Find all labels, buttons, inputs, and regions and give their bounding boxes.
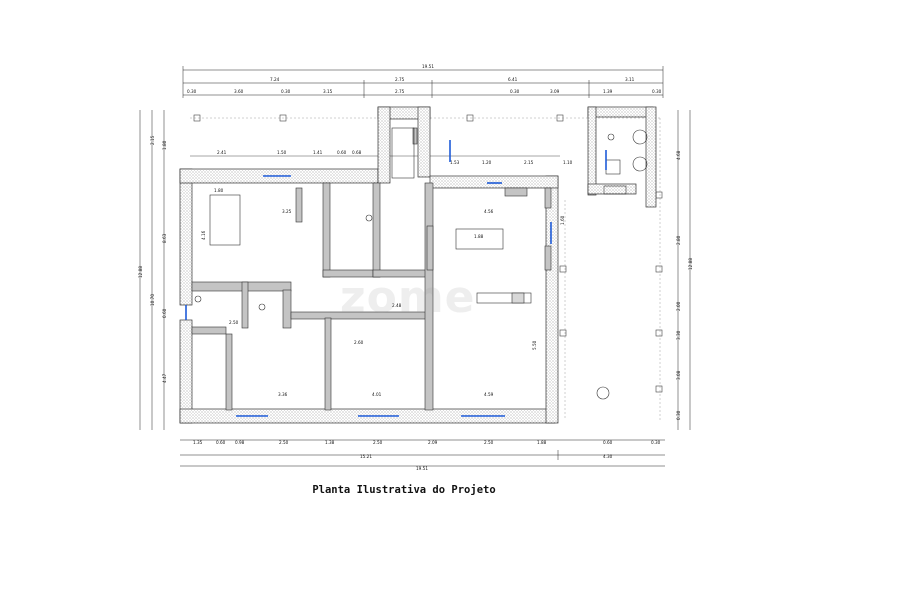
dim-right-a: 4.68	[676, 150, 681, 160]
dim-bottom-c: 0.98	[235, 440, 245, 445]
room-dim-3: 4.16	[201, 230, 206, 240]
dim-top-row3-a: 0.30	[187, 89, 197, 94]
dim-bottom-a: 1.35	[193, 440, 203, 445]
dim-left-c: 8.63	[162, 233, 167, 243]
kitchen-island	[209, 127, 627, 304]
room-dim-12: 2.60	[354, 340, 364, 345]
exterior-walls	[179, 106, 657, 424]
dim-int-c: 1.41	[313, 150, 323, 155]
top-dimension-lines	[182, 66, 664, 98]
dim-top-row2-b: 2.75	[395, 77, 405, 82]
room-dim-4: 1.88	[474, 234, 484, 239]
dim-right-c: 12.88	[688, 258, 693, 270]
room-dim-1: 1.80	[214, 188, 224, 193]
dim-bottom-d: 2.50	[279, 440, 289, 445]
dim-bottom-b: 0.60	[216, 440, 226, 445]
dim-int-e: 0.68	[352, 150, 362, 155]
dim-bottom-e: 1.38	[325, 440, 335, 445]
dim-top-row3-f: 0.30	[510, 89, 520, 94]
dim-right-b: 2.80	[676, 235, 681, 245]
room-dim-9: 4.01	[372, 392, 382, 397]
dim-int-i: 1.10	[563, 160, 573, 165]
windows	[185, 140, 607, 417]
dim-left-a: 2.15	[150, 135, 155, 145]
right-dimension-lines	[677, 110, 691, 430]
dim-top-total: 19.51	[422, 64, 434, 69]
dim-bottom-row2-b: 4.30	[603, 454, 613, 459]
interior-walls	[191, 127, 552, 411]
dashed-guides	[190, 117, 661, 420]
dim-int-d: 0.60	[337, 150, 347, 155]
dim-bottom-k: 0.30	[651, 440, 661, 445]
dim-int-f: 1.53	[450, 160, 460, 165]
dim-right-d: 2.00	[676, 301, 681, 311]
left-dimension-lines	[139, 110, 165, 430]
room-dim-2: 3.25	[282, 209, 292, 214]
dim-top-row2-d: 3.11	[625, 77, 635, 82]
dim-top-row3-c: 0.30	[281, 89, 291, 94]
watermark: zome	[340, 272, 476, 323]
plan-caption: Planta Ilustrativa do Projeto	[312, 484, 496, 496]
dim-right-f: 3.08	[676, 370, 681, 380]
dim-right-e: 3.30	[676, 330, 681, 340]
dim-bottom-h: 2.50	[484, 440, 494, 445]
room-dim-6: 1.60	[560, 215, 565, 225]
dim-top-row2-c: 6.41	[508, 77, 518, 82]
dim-int-h: 2.15	[524, 160, 534, 165]
dim-bottom-total: 19.51	[416, 466, 428, 471]
dim-top-row3-g: 3.09	[550, 89, 560, 94]
room-dim-8: 3.36	[278, 392, 288, 397]
dim-int-b: 1.50	[277, 150, 287, 155]
room-dim-7: 2.48	[392, 303, 402, 308]
dim-top-row2-a: 7.24	[270, 77, 280, 82]
dim-right-g: 0.30	[676, 410, 681, 420]
dim-top-row3-d: 3.15	[323, 89, 333, 94]
dim-top-row3-h: 1.39	[603, 89, 613, 94]
bathroom-fixtures	[194, 129, 648, 400]
dim-bottom-f: 2.50	[373, 440, 383, 445]
dim-top-row3-e: 2.75	[395, 89, 405, 94]
dim-top-row3-i: 0.30	[652, 89, 662, 94]
dim-top-row3-b: 3.60	[234, 89, 244, 94]
dim-left-d: 12.88	[138, 266, 143, 278]
dim-bottom-i: 1.88	[537, 440, 547, 445]
dim-bottom-g: 2.09	[428, 440, 438, 445]
room-dim-10: 4.59	[484, 392, 494, 397]
dim-left-g: 4.47	[162, 373, 167, 383]
dim-int-a: 2.41	[217, 150, 227, 155]
bottom-dimension-lines	[180, 439, 665, 467]
dim-left-b: 1.80	[162, 140, 167, 150]
dim-bottom-j: 0.60	[603, 440, 613, 445]
dim-left-e: 10.70	[150, 294, 155, 306]
dim-int-g: 1.20	[482, 160, 492, 165]
room-dim-11: 5.50	[532, 340, 537, 350]
room-dim-13: 2.50	[229, 320, 239, 325]
dim-bottom-row2-a: 15.21	[360, 454, 372, 459]
dim-left-f: 0.60	[162, 308, 167, 318]
room-dim-5: 4.56	[484, 209, 494, 214]
